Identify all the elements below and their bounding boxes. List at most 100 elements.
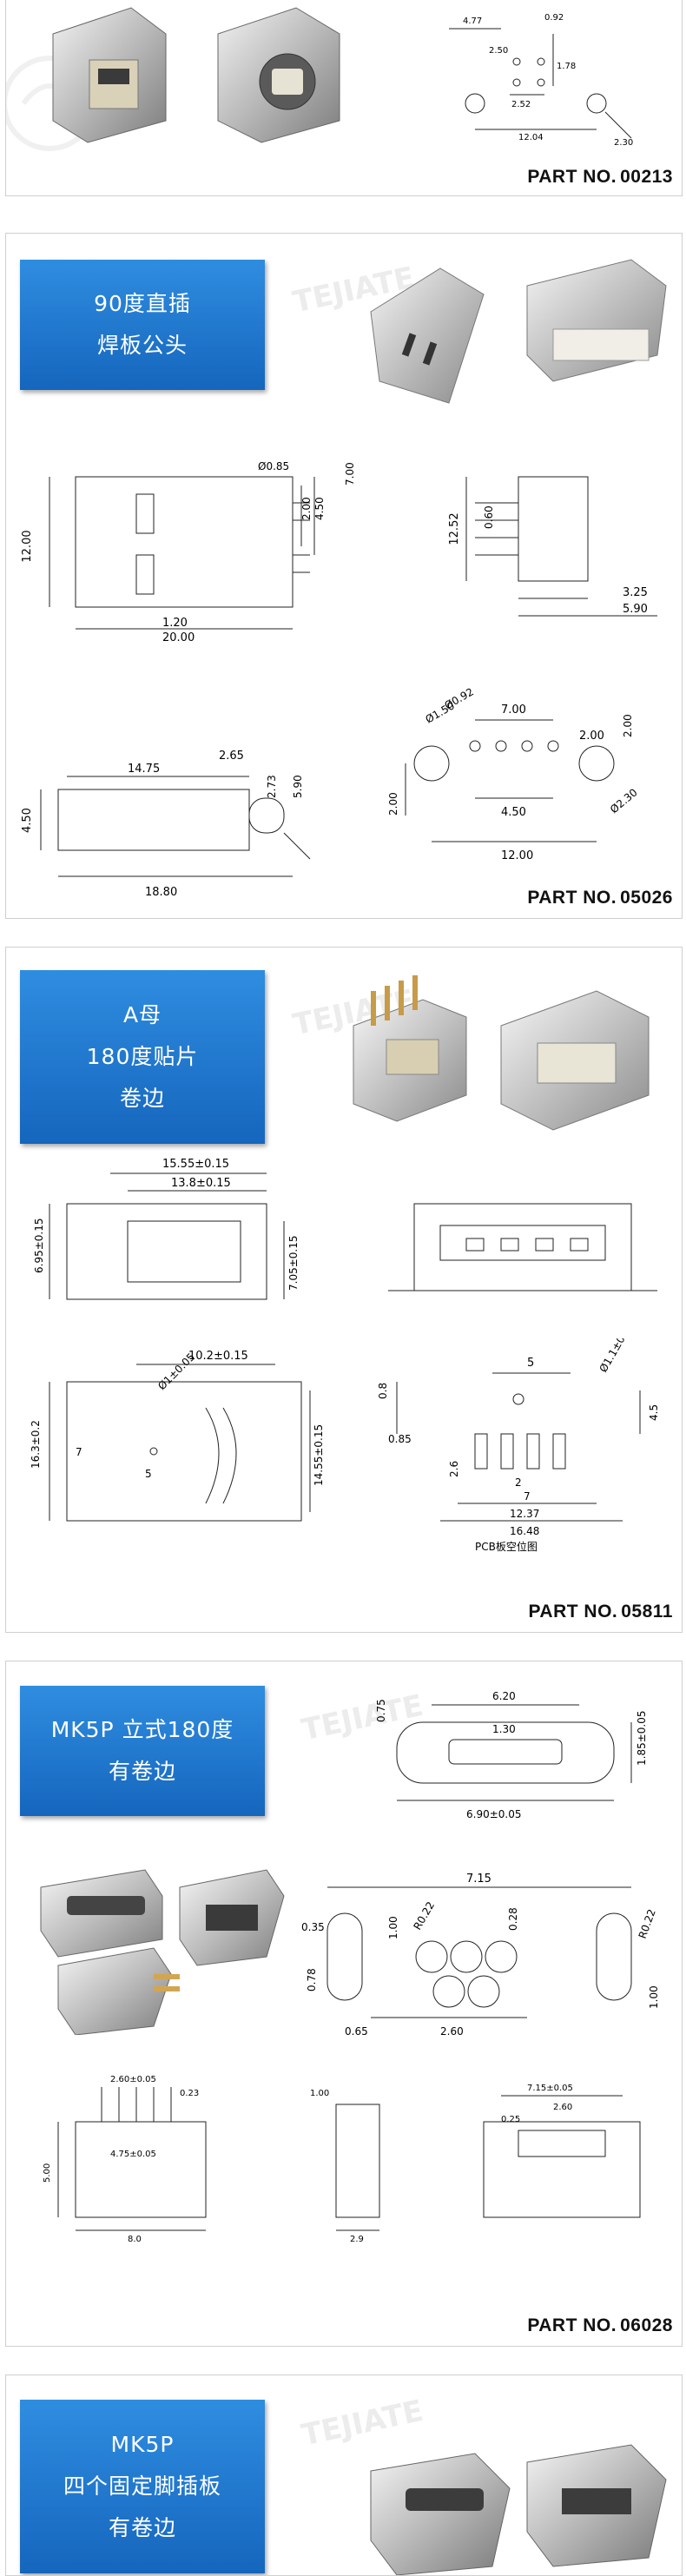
- product-photo: [40, 1869, 285, 2035]
- svg-text:8.0: 8.0: [128, 2235, 142, 2243]
- svg-text:7: 7: [76, 1446, 82, 1458]
- svg-text:2.6: 2.6: [448, 1461, 460, 1477]
- svg-text:2.52: 2.52: [511, 100, 531, 109]
- svg-text:5.90: 5.90: [292, 775, 304, 798]
- svg-text:2.50: 2.50: [489, 46, 508, 56]
- dimension-drawing-side: 7.00 12.52 0.60 3.25 5.90: [345, 462, 657, 617]
- product-card-mk5p-dip: TEJIATE MK5P 四个固定脚插板 有卷边: [5, 2375, 683, 2576]
- svg-text:1.00: 1.00: [310, 2089, 329, 2098]
- product-photo: [370, 2444, 667, 2575]
- svg-text:16.48: 16.48: [510, 1525, 539, 1537]
- part-number-label: PART NO.05026: [527, 888, 673, 908]
- svg-text:1.78: 1.78: [557, 62, 576, 71]
- svg-text:7.00: 7.00: [501, 703, 526, 717]
- svg-text:6.95±0.15: 6.95±0.15: [33, 1219, 45, 1274]
- title-line: MK5P 立式180度: [50, 1717, 234, 1742]
- svg-text:PCB板空位图: PCB板空位图: [475, 1540, 538, 1553]
- svg-text:1.20: 1.20: [162, 617, 188, 630]
- svg-text:3.25: 3.25: [623, 586, 648, 599]
- dimension-drawing: 4.77 0.92 1.78 2.52 12.04 2.30 2.50: [449, 13, 633, 147]
- product-title-box: MK5P 立式180度 有卷边: [20, 1686, 265, 1816]
- svg-text:2.65: 2.65: [219, 750, 244, 763]
- svg-text:2.00: 2.00: [622, 714, 634, 737]
- svg-text:6.90±0.05: 6.90±0.05: [466, 1808, 522, 1820]
- svg-text:0.60: 0.60: [483, 505, 495, 529]
- part-number-label: PART NO.00213: [527, 167, 673, 187]
- title-line: MK5P: [110, 2432, 175, 2457]
- svg-text:2.00: 2.00: [300, 497, 313, 520]
- svg-text:1.85±0.05: 1.85±0.05: [636, 1711, 648, 1767]
- product-title-box: A母 180度贴片 卷边: [20, 970, 265, 1144]
- svg-text:16.3±0.2: 16.3±0.2: [30, 1420, 42, 1469]
- svg-text:14.75: 14.75: [128, 763, 160, 776]
- svg-text:4.5: 4.5: [648, 1404, 660, 1421]
- svg-text:R0.22: R0.22: [411, 1899, 437, 1932]
- svg-text:12.04: 12.04: [518, 133, 544, 142]
- title-line: 四个固定脚插板: [63, 2474, 221, 2499]
- title-line: A母: [122, 1002, 162, 1027]
- product-title-box: MK5P 四个固定脚插板 有卷边: [20, 2400, 265, 2573]
- svg-text:0.85: 0.85: [388, 1433, 412, 1445]
- svg-text:5: 5: [145, 1468, 152, 1480]
- dimension-drawing-back-small: 7.15±0.05 2.60 0.25: [483, 2084, 641, 2218]
- product-title-box: 90度直插 焊板公头: [20, 260, 265, 390]
- svg-text:4.77: 4.77: [463, 17, 482, 26]
- svg-text:12.37: 12.37: [510, 1508, 539, 1520]
- part-number-label: PART NO.06028: [527, 2315, 673, 2335]
- svg-text:1.30: 1.30: [492, 1723, 516, 1735]
- svg-text:7.05±0.15: 7.05±0.15: [287, 1236, 300, 1291]
- svg-text:7.00: 7.00: [345, 462, 356, 485]
- svg-text:4.50: 4.50: [501, 806, 526, 819]
- svg-text:0.25: 0.25: [501, 2115, 520, 2124]
- svg-text:10.2±0.15: 10.2±0.15: [188, 1350, 248, 1363]
- svg-text:0.8: 0.8: [377, 1383, 389, 1399]
- dimension-drawing-top: 10.2±0.15 Ø1±0.05 16.3±0.2 7 5 14.55±0.1…: [30, 1350, 325, 1522]
- product-photo: [52, 7, 340, 143]
- svg-text:4.50: 4.50: [21, 808, 34, 833]
- svg-text:0.92: 0.92: [544, 13, 564, 23]
- svg-text:7.15±0.05: 7.15±0.05: [527, 2084, 573, 2093]
- title-line: 卷边: [119, 1086, 165, 1111]
- dimension-drawing-pcb: 7.15 0.35 1.00 R0.22 0.28 R0.22 0.78 1.0…: [301, 1873, 660, 2038]
- svg-text:6.20: 6.20: [492, 1690, 516, 1702]
- svg-text:2.00: 2.00: [387, 792, 399, 816]
- dimension-drawing-front-small: 2.60±0.05 0.23 8.0 4.75±0.05 5.00: [43, 2075, 207, 2243]
- svg-text:0.78: 0.78: [306, 1968, 318, 1991]
- product-card-05811: TEJIATE A母 180度贴片 卷边 15.55±0.15 13.8±0.1…: [5, 947, 683, 1633]
- dimension-drawing-front: 12.00 1.20 20.00 Ø0.85 2.00 4.50: [21, 460, 326, 642]
- dimension-drawing-front: 6.20 1.30 0.75 1.85±0.05 6.90±0.05: [375, 1690, 648, 1820]
- svg-text:2.00: 2.00: [579, 730, 604, 743]
- svg-text:12.00: 12.00: [21, 530, 34, 562]
- product-card-06028: TEJIATE MK5P 立式180度 有卷边 6.20 1.30 0.75 1…: [5, 1661, 683, 2347]
- product-card-05026: TEJIATE 90度直插 焊板公头 12.00 1.20 20.00 Ø0.8…: [5, 233, 683, 919]
- svg-text:14.55±0.15: 14.55±0.15: [313, 1424, 325, 1486]
- svg-text:0.23: 0.23: [180, 2089, 199, 2098]
- svg-text:1.00: 1.00: [648, 1985, 660, 2009]
- svg-text:5.00: 5.00: [43, 2163, 52, 2183]
- svg-text:Ø1.1±0.1: Ø1.1±0.1: [597, 1338, 632, 1375]
- svg-text:2.60: 2.60: [553, 2103, 572, 2112]
- svg-text:2.60: 2.60: [440, 2025, 464, 2038]
- svg-text:4.75±0.05: 4.75±0.05: [110, 2150, 156, 2159]
- product-card-00213: 4.77 0.92 1.78 2.52 12.04 2.30 2.50 PART…: [5, 0, 683, 196]
- svg-text:5: 5: [527, 1357, 534, 1370]
- svg-text:Ø0.85: Ø0.85: [258, 460, 289, 472]
- svg-text:15.55±0.15: 15.55±0.15: [162, 1158, 229, 1171]
- svg-text:R0.22: R0.22: [637, 1907, 658, 1940]
- dimension-drawing-side: 15.55±0.15 13.8±0.15 6.95±0.15 7.05±0.15: [33, 1158, 300, 1300]
- title-line: 焊板公头: [96, 333, 188, 358]
- svg-text:7: 7: [524, 1490, 531, 1503]
- svg-text:20.00: 20.00: [162, 631, 195, 642]
- title-line: 有卷边: [108, 2515, 176, 2540]
- svg-text:5.90: 5.90: [623, 603, 648, 616]
- svg-text:7.15: 7.15: [466, 1873, 491, 1886]
- title-line: 180度贴片: [86, 1044, 199, 1069]
- svg-text:2.9: 2.9: [350, 2235, 364, 2243]
- svg-text:0.28: 0.28: [507, 1907, 519, 1931]
- part-number-label: PART NO.05811: [528, 1602, 673, 1622]
- dimension-drawing-front: [388, 1203, 657, 1291]
- svg-text:12.00: 12.00: [501, 849, 533, 862]
- title-line: 有卷边: [108, 1759, 176, 1784]
- svg-text:Ø1.50: Ø1.50: [424, 699, 457, 725]
- svg-text:2.73: 2.73: [266, 775, 278, 798]
